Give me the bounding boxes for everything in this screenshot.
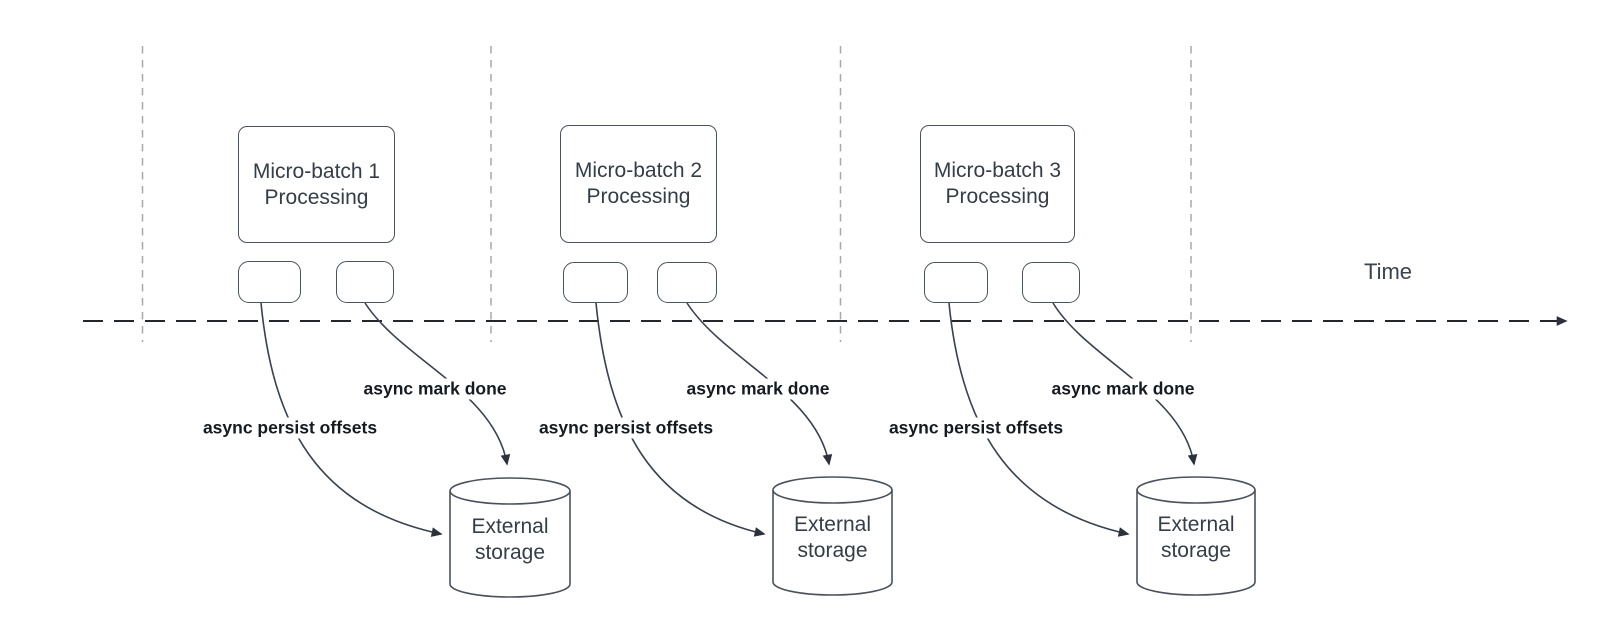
async-mark-done-label-2: async mark done	[683, 378, 833, 400]
async-mark-done-label-1: async mark done	[360, 378, 510, 400]
external-storage-cylinder-3	[1136, 476, 1256, 596]
mark-done-task-box-2	[657, 262, 717, 303]
async-persist-offsets-arrow-1	[260, 302, 443, 537]
async-persist-offsets-arrow-3	[948, 302, 1130, 537]
async-persist-offsets-label-2: async persist offsets	[535, 417, 717, 439]
persist-offsets-task-box-2	[563, 262, 628, 303]
async-mark-done-arrow-1	[364, 302, 511, 466]
persist-offsets-task-box-3	[924, 262, 988, 303]
async-persist-offsets-label-3: async persist offsets	[885, 417, 1067, 439]
external-storage-cylinder-2	[772, 476, 893, 596]
persist-offsets-task-box-1	[238, 261, 301, 303]
mark-done-task-box-1	[336, 261, 394, 303]
async-mark-done-label-3: async mark done	[1048, 378, 1198, 400]
micro-batch-3-processing-box: Micro-batch 3 Processing	[920, 125, 1075, 243]
mark-done-task-box-3	[1022, 262, 1080, 303]
micro-batch-2-processing-box: Micro-batch 2 Processing	[560, 125, 717, 243]
micro-batch-1-processing-box: Micro-batch 1 Processing	[238, 126, 395, 243]
async-persist-offsets-arrow-2	[595, 302, 766, 537]
external-storage-cylinder-1	[449, 477, 571, 598]
time-axis-label: Time	[1363, 259, 1413, 284]
async-persist-offsets-label-1: async persist offsets	[199, 417, 381, 439]
